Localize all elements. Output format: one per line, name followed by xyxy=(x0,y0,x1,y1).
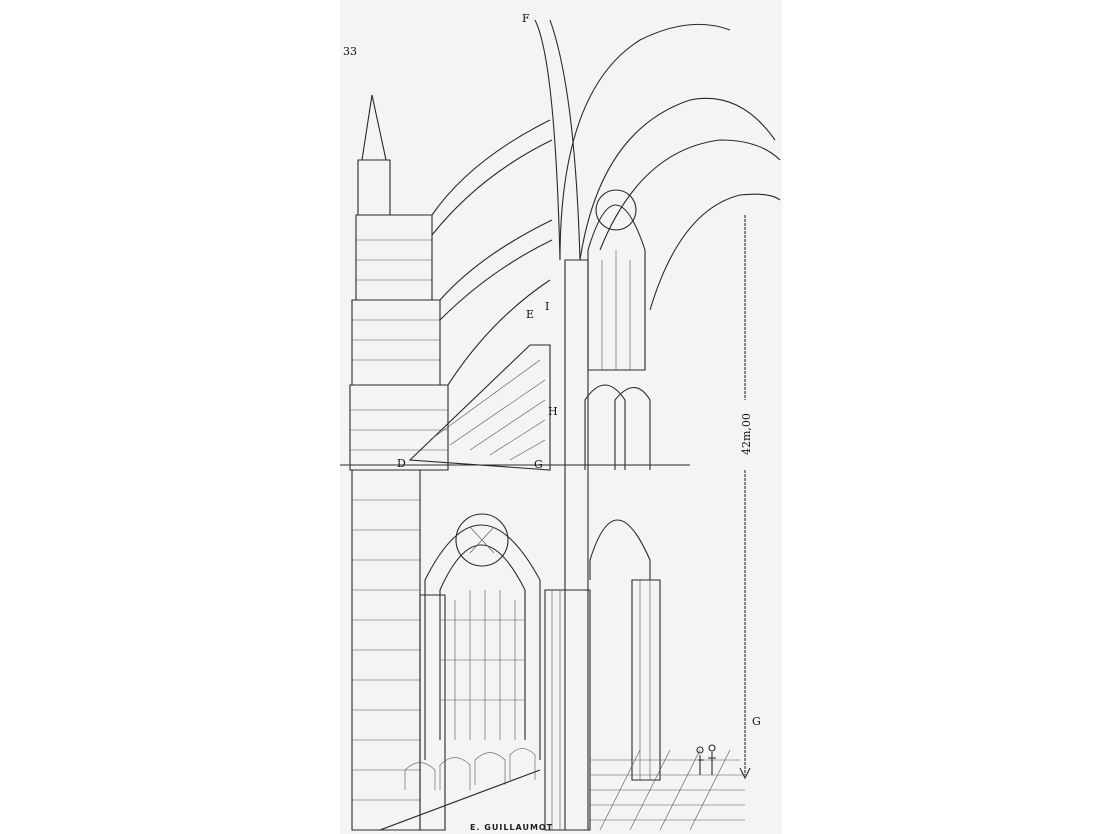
label-E: E xyxy=(526,308,534,321)
floor-paving xyxy=(590,749,745,831)
label-I: I xyxy=(545,300,549,313)
high-vaults xyxy=(534,19,781,311)
aisle-window xyxy=(419,513,541,831)
label-G-bottom: G xyxy=(752,715,761,728)
height-dimension-label: 42m,00 xyxy=(740,413,753,455)
human-figures xyxy=(696,744,716,775)
engraver-signature: E. GUILLAUMOT xyxy=(470,823,553,832)
flying-buttresses xyxy=(431,119,553,386)
clerestory-window xyxy=(584,189,651,470)
page-number: 33 xyxy=(343,45,357,58)
label-G: G xyxy=(534,458,543,471)
nave-piers xyxy=(544,259,661,831)
label-D: D xyxy=(397,457,406,470)
label-H: H xyxy=(548,405,558,418)
label-F: F xyxy=(522,12,530,25)
paper xyxy=(340,0,782,834)
blind-arcade xyxy=(379,748,541,831)
aisle-roof-trusses xyxy=(340,344,690,471)
height-dimension-line xyxy=(739,215,751,780)
